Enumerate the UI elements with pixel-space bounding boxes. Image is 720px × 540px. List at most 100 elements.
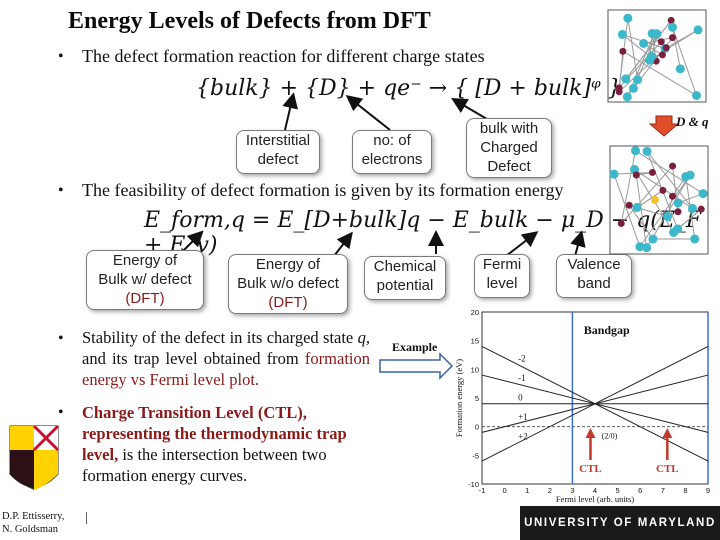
crystal-structure-defect xyxy=(609,145,709,255)
bullet-marker: • xyxy=(58,404,64,421)
atom xyxy=(625,201,633,209)
atom xyxy=(688,203,698,213)
y-tick-label: 20 xyxy=(471,308,479,317)
series-label: -1 xyxy=(518,373,526,383)
bullet-ctl: Charge Transition Level (CTL), represent… xyxy=(82,403,347,485)
atom xyxy=(609,169,619,179)
example-label: Example xyxy=(392,340,438,354)
chart-title: Bandgap xyxy=(584,323,630,337)
atom xyxy=(622,92,632,102)
arrow-bulk-wo-defect xyxy=(333,231,353,257)
y-tick-label: 10 xyxy=(471,365,479,374)
x-tick-label: 5 xyxy=(616,486,620,495)
bond xyxy=(646,151,693,209)
series-label: +2 xyxy=(518,432,528,442)
y-tick-label: -5 xyxy=(472,451,479,460)
author-credit: D.P. Ettisserry, N. Goldsman xyxy=(2,511,65,535)
arrow-valence xyxy=(570,230,586,257)
series-line xyxy=(481,345,709,462)
atom xyxy=(617,219,625,227)
atom xyxy=(662,44,670,52)
university-banner: UNIVERSITY OF MARYLAND xyxy=(520,506,720,540)
atom xyxy=(668,192,676,200)
bond xyxy=(671,27,681,69)
atom xyxy=(667,16,675,24)
atom xyxy=(617,29,627,39)
x-tick-label: 2 xyxy=(548,486,552,495)
arrow-bulk-w-defect xyxy=(181,230,204,253)
bond xyxy=(622,50,697,96)
bond xyxy=(639,174,691,247)
atom xyxy=(667,22,677,32)
bond xyxy=(635,174,648,248)
atom xyxy=(659,186,667,194)
bond xyxy=(628,204,654,240)
example-arrow xyxy=(379,352,454,380)
atom xyxy=(628,83,638,93)
atom xyxy=(619,47,627,55)
y-tick-label: 15 xyxy=(471,337,479,346)
bond xyxy=(677,208,702,230)
bond xyxy=(635,150,704,195)
atom xyxy=(635,242,645,252)
y-tick-label: 5 xyxy=(475,394,479,403)
divider xyxy=(86,512,87,524)
y-tick-label: -10 xyxy=(468,480,479,489)
bullet-marker: • xyxy=(58,48,64,65)
atom xyxy=(645,55,655,65)
ctl-arrowhead xyxy=(662,428,673,438)
arrow-fermi xyxy=(505,231,539,257)
atom xyxy=(698,189,708,199)
bond xyxy=(636,189,664,208)
ctl-label: CTL xyxy=(579,463,602,475)
atom xyxy=(642,243,652,253)
bond xyxy=(618,47,667,93)
dq-label: D & q xyxy=(676,114,709,129)
atom xyxy=(657,38,665,46)
atom xyxy=(673,198,683,208)
bullet-reaction: The defect formation reaction for differ… xyxy=(82,46,485,66)
atom xyxy=(615,88,623,96)
x-tick-label: 7 xyxy=(661,486,665,495)
atom xyxy=(649,29,659,39)
x-tick-label: 0 xyxy=(503,486,507,495)
series-label: -2 xyxy=(518,354,526,364)
arrow-electrons xyxy=(345,95,391,131)
bond xyxy=(613,173,641,247)
atom xyxy=(648,168,656,176)
x-tick-label: 4 xyxy=(593,486,597,495)
annotation-2-0: (2/0) xyxy=(602,432,618,441)
bullet-feasibility: The feasibility of defect formation is g… xyxy=(82,180,564,200)
arrow-interstitial xyxy=(282,92,298,131)
atom xyxy=(674,208,682,216)
atom xyxy=(668,34,676,42)
atom xyxy=(632,171,640,179)
atom xyxy=(697,205,705,213)
atom xyxy=(673,224,683,234)
atom xyxy=(692,90,702,100)
atom xyxy=(685,170,695,180)
atom xyxy=(675,64,685,74)
atom xyxy=(623,13,633,23)
x-tick-label: 1 xyxy=(525,486,529,495)
bond xyxy=(625,20,672,80)
y-tick-label: 0 xyxy=(475,423,479,432)
ctl-label: CTL xyxy=(656,463,679,475)
x-tick-label: 9 xyxy=(706,486,710,495)
series-label: +1 xyxy=(518,412,528,422)
atom xyxy=(658,51,666,59)
series-label: 0 xyxy=(518,393,523,403)
x-tick-label: 8 xyxy=(683,486,687,495)
bullet-marker: • xyxy=(58,330,64,347)
university-seal xyxy=(9,424,60,490)
x-tick-label: 6 xyxy=(638,486,642,495)
bullet-stability: Stability of the defect in its charged s… xyxy=(82,328,371,389)
down-arrow-icon xyxy=(648,115,680,137)
